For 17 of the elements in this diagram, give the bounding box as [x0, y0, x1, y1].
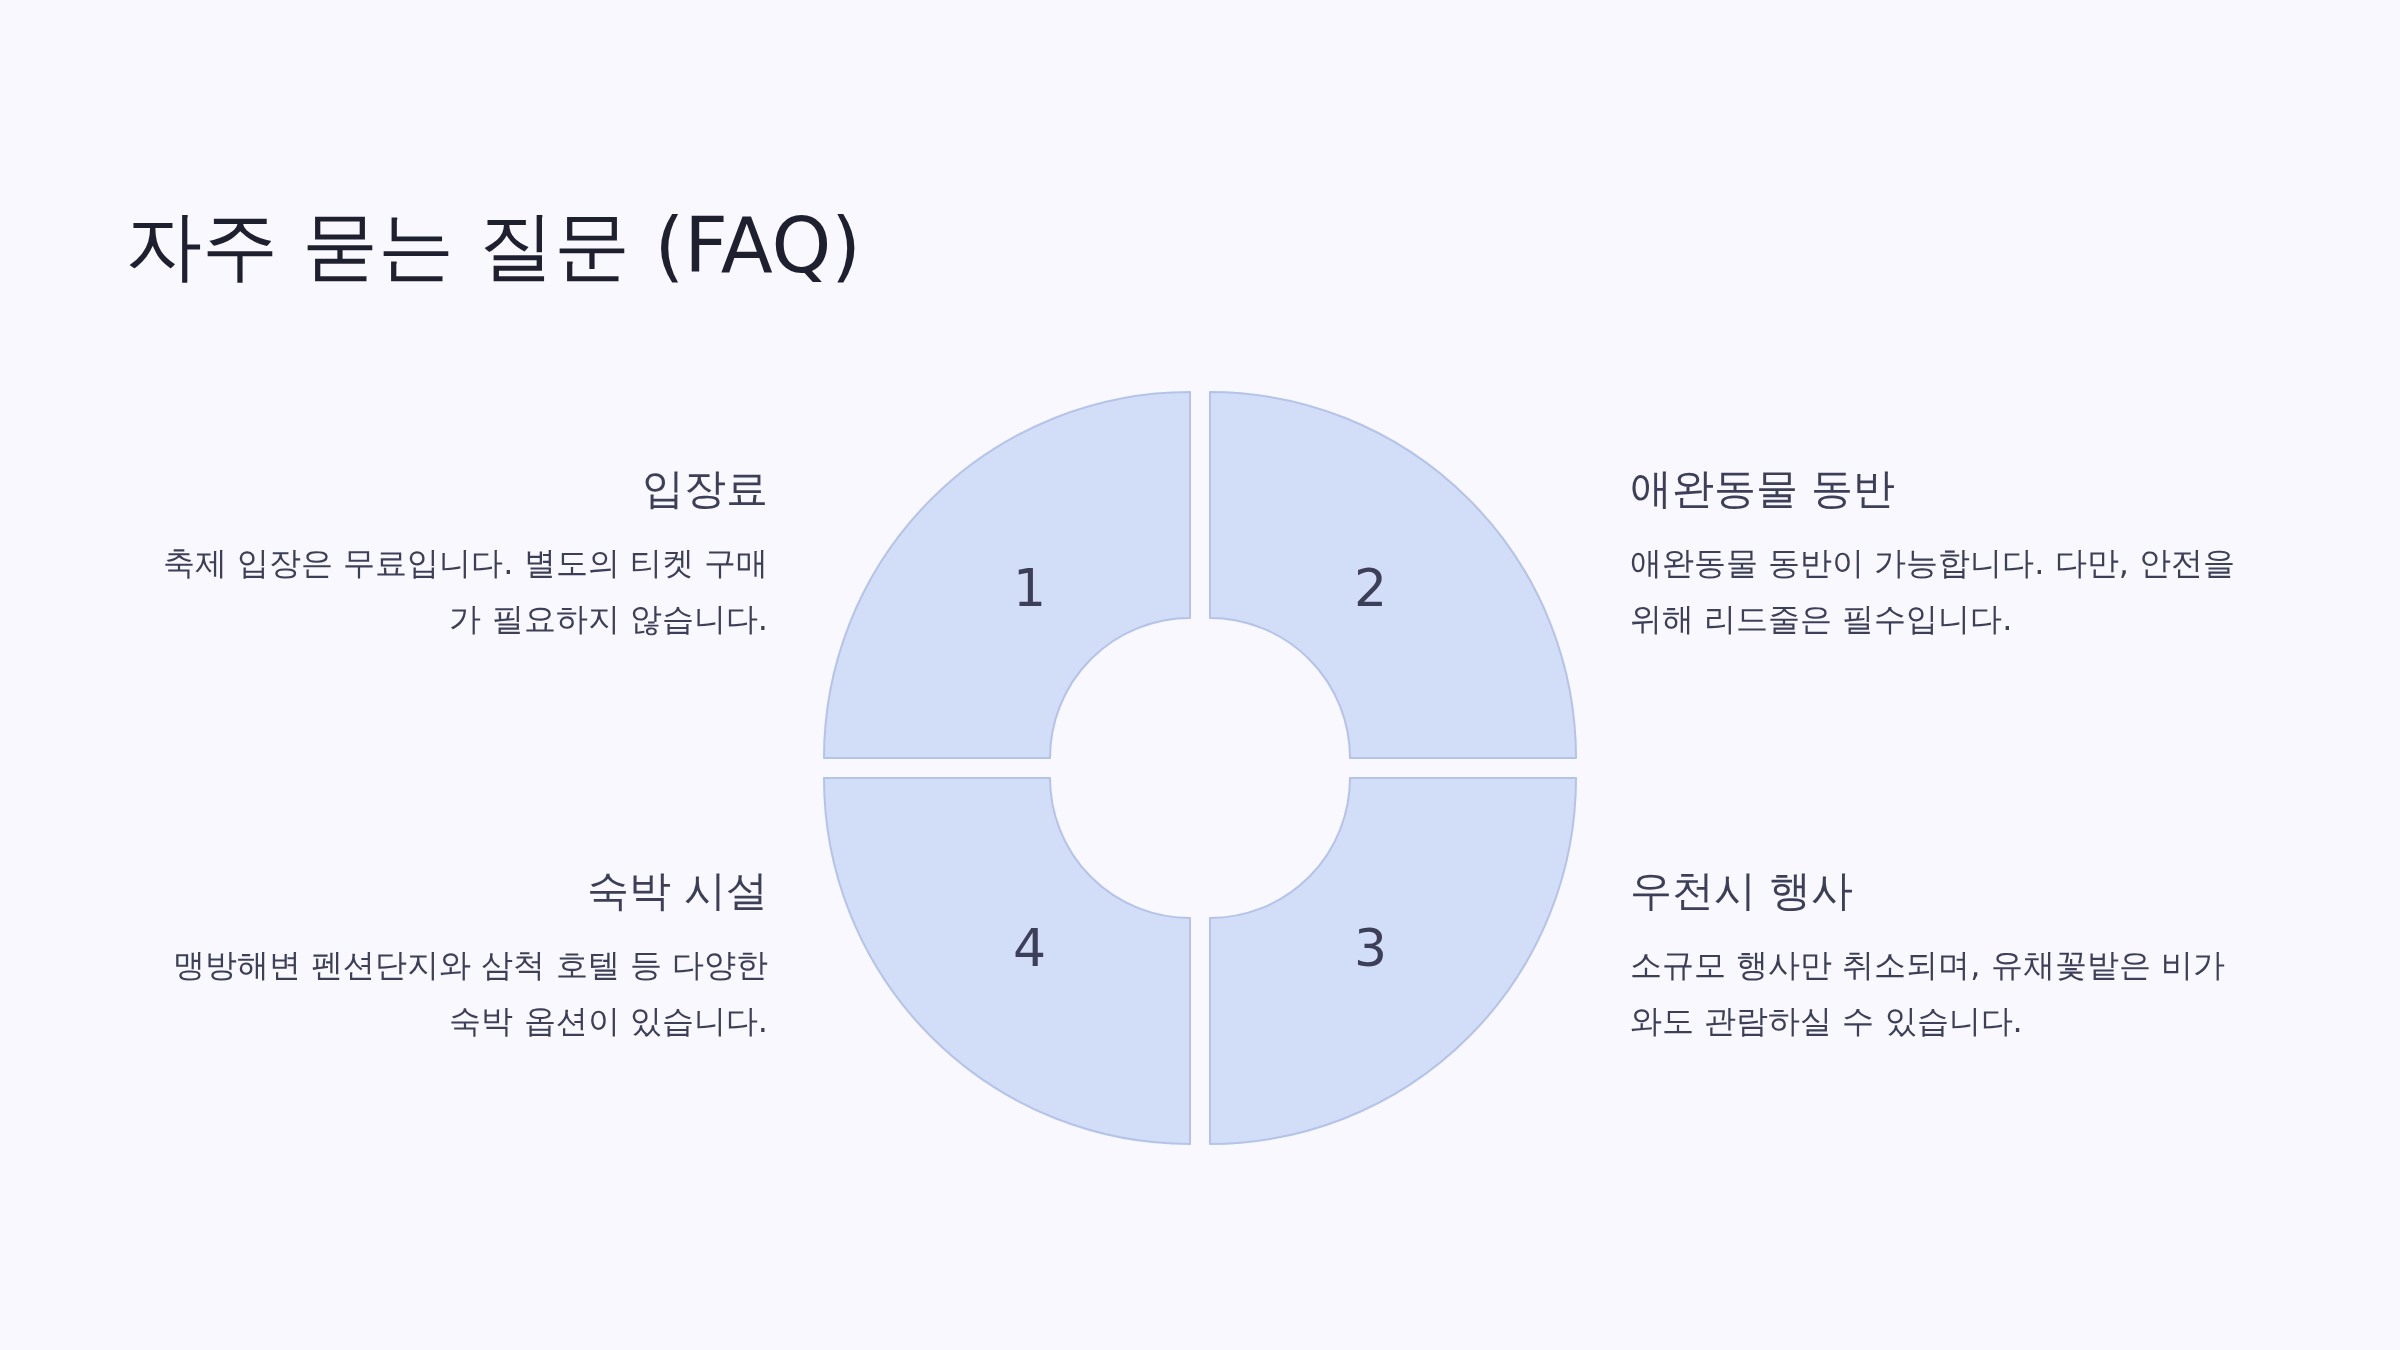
faq-answer: 애완동물 동반이 가능합니다. 다만, 안전을 위해 리드줄은 필수입니다.: [1630, 542, 2237, 640]
faq-heading: 입장료: [642, 463, 768, 515]
segment-number: 3: [1354, 922, 1388, 974]
faq-answer: 축제 입장은 무료입니다. 별도의 티켓 구매가 필요하지 않습니다.: [161, 542, 768, 640]
segment-number: 1: [1012, 562, 1046, 614]
faq-answer: 맹방해변 펜션단지와 삼척 호텔 등 다양한 숙박 옵션이 있습니다.: [172, 944, 768, 1042]
segment-number: 2: [1354, 562, 1388, 614]
quadrant-segment: [1210, 778, 1576, 1144]
faq-answer: 소규모 행사만 취소되며, 유채꽃밭은 비가 와도 관람하실 수 있습니다.: [1630, 944, 2226, 1042]
title: 자주 묻는 질문 (FAQ): [126, 200, 861, 292]
faq-heading: 우천시 행사: [1630, 865, 1854, 917]
quadrant-segment: [824, 392, 1190, 758]
faq-heading: 애완동물 동반: [1630, 463, 1896, 515]
quadrant-segment: [1210, 392, 1576, 758]
faq-heading: 숙박 시설: [586, 865, 768, 917]
quadrant-segment: [824, 778, 1190, 1144]
segment-number: 4: [1012, 922, 1046, 974]
